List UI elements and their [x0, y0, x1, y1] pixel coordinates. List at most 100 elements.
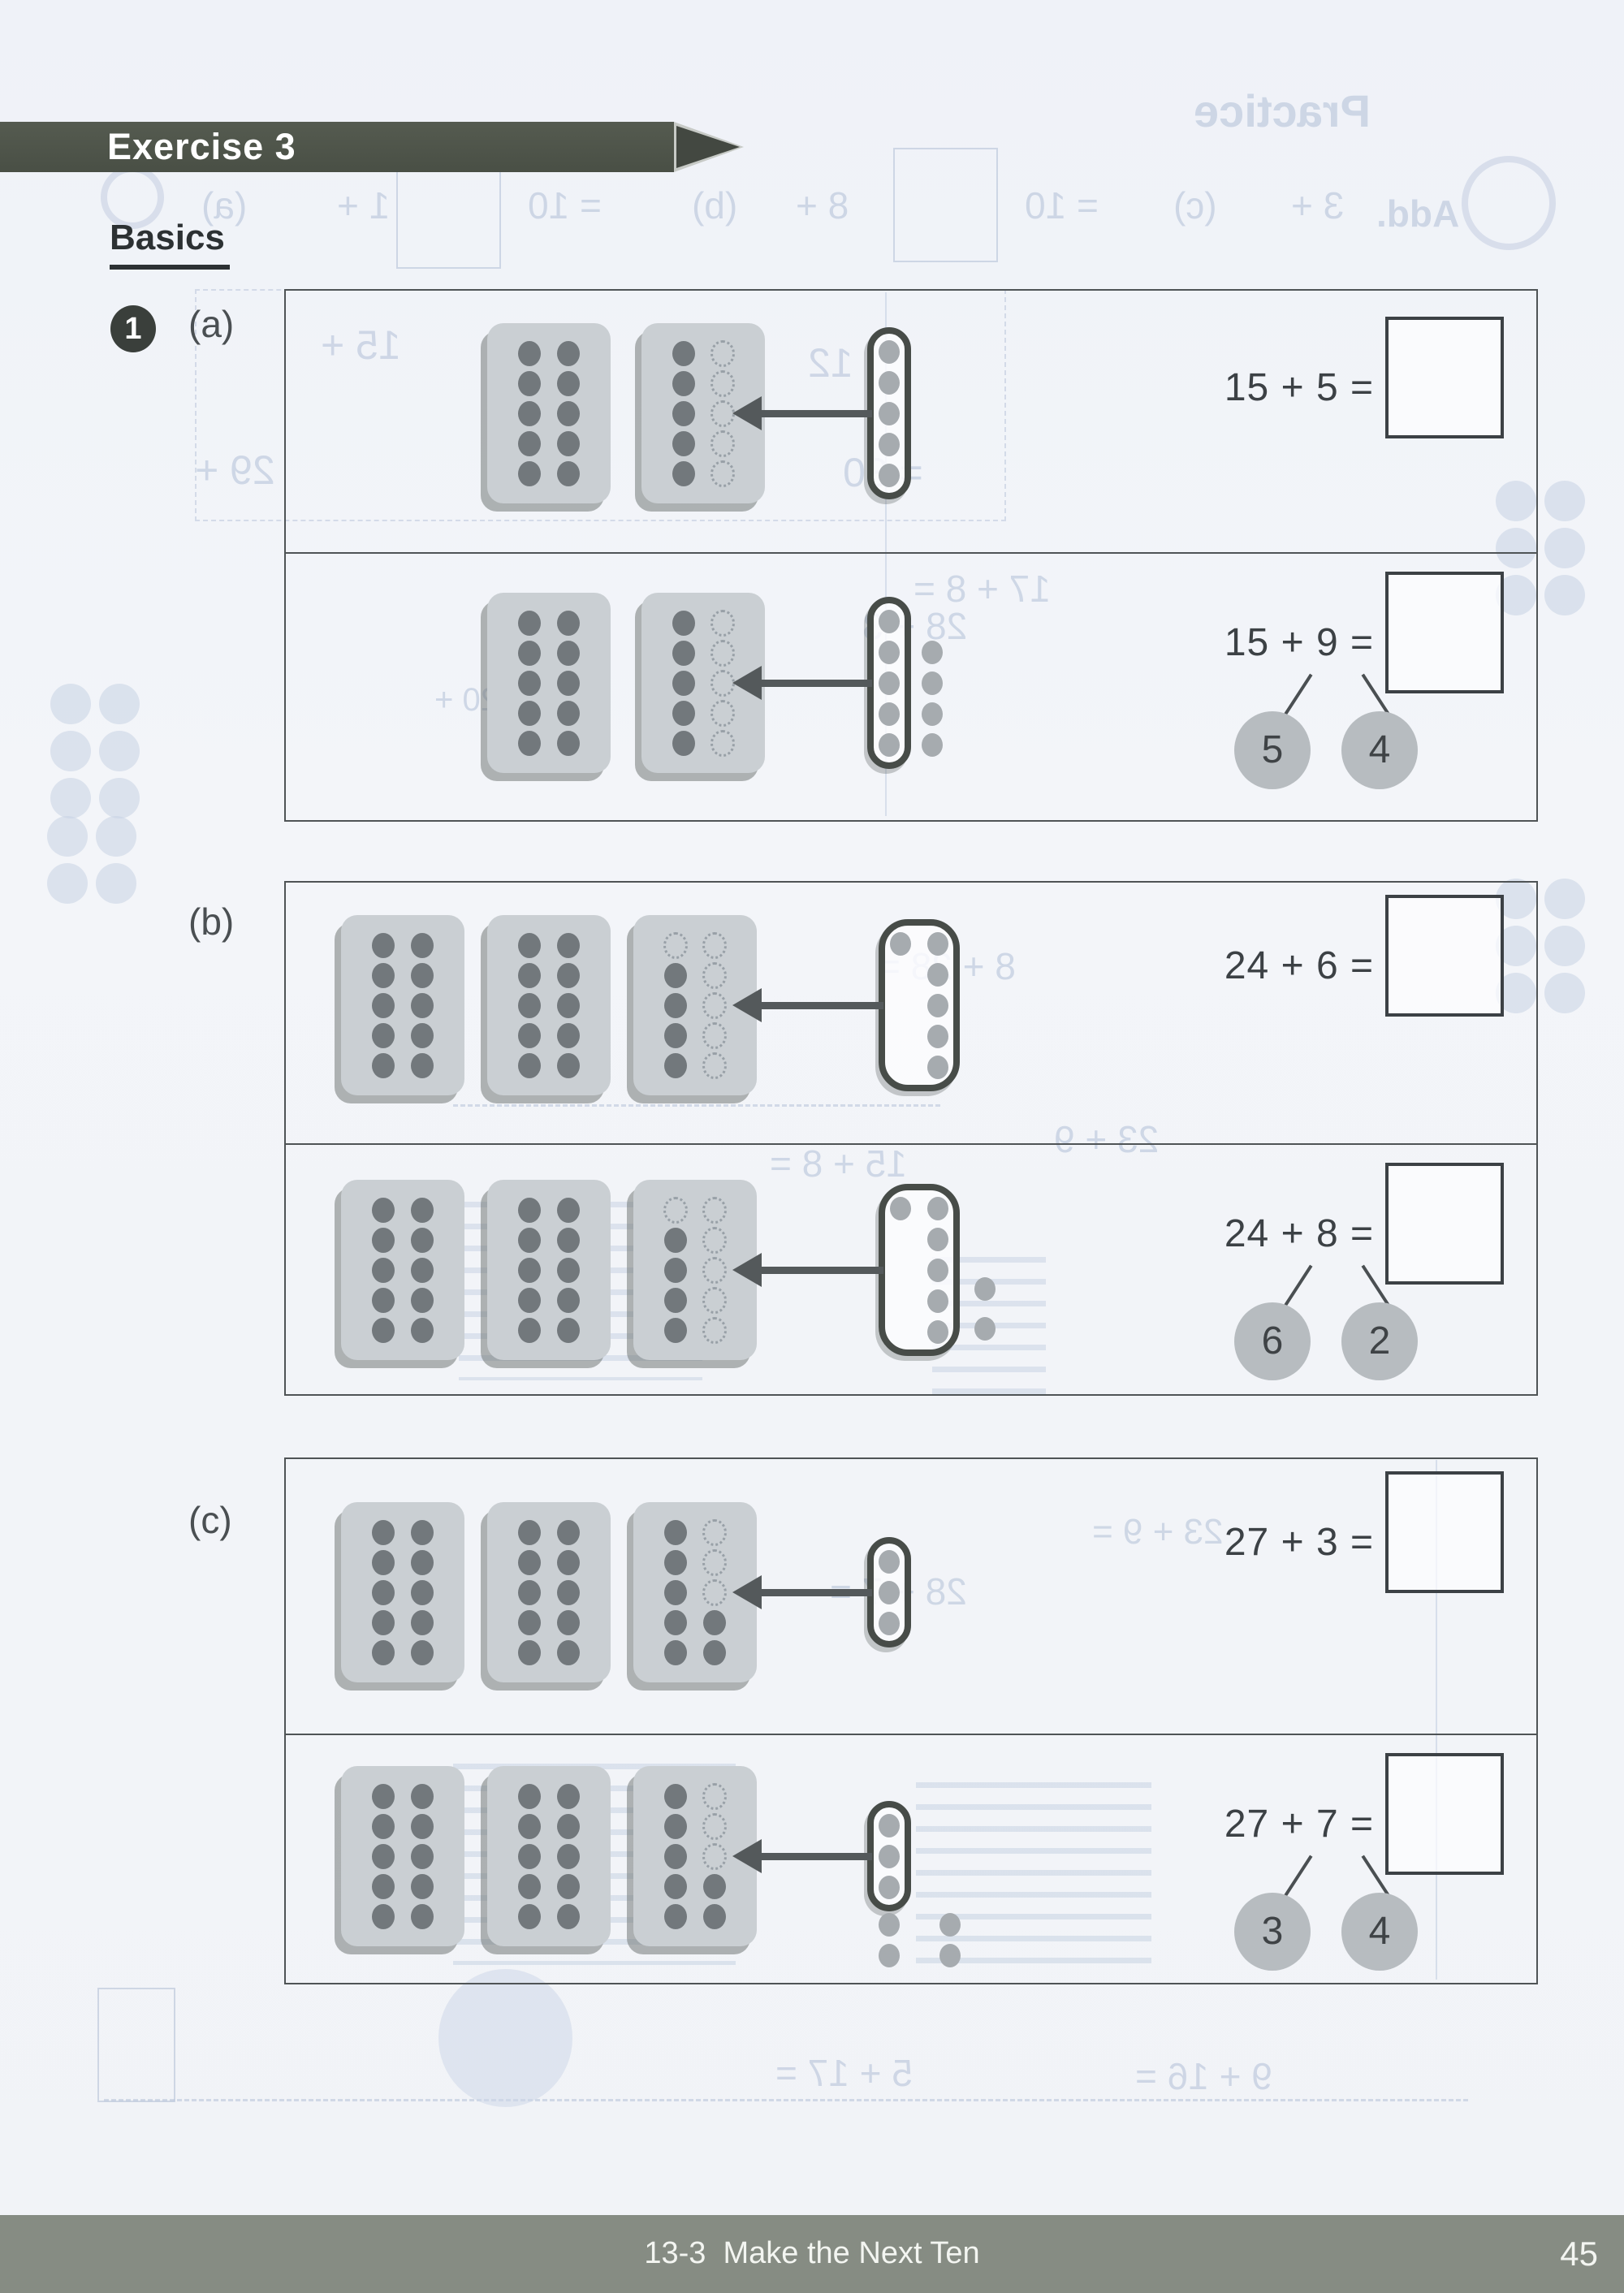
- mover-dot: [927, 1289, 948, 1313]
- empty-dot-slot: [702, 1287, 727, 1314]
- counter-dot: [518, 1904, 541, 1929]
- counter-dot: [411, 1198, 434, 1223]
- counter-dot: [372, 1784, 395, 1809]
- equation: 24 + 6 =: [1224, 944, 1374, 987]
- ghost-dot: [50, 731, 91, 771]
- counter-dot: [411, 1784, 434, 1809]
- footer-bar: 13-3 Make the Next Ten 45: [0, 2215, 1624, 2293]
- empty-dot-slot: [702, 1022, 727, 1049]
- ghost-dashed-line: [104, 2099, 1468, 2101]
- counter-dot: [372, 1053, 395, 1078]
- mover-dot: [927, 994, 948, 1017]
- empty-dot-slot: [710, 670, 735, 697]
- empty-dot-slot: [702, 962, 727, 989]
- counter-dot: [703, 1904, 726, 1929]
- counter-dot: [411, 1640, 434, 1665]
- ghost-circle: [438, 1969, 572, 2107]
- counter-dot: [372, 1258, 395, 1283]
- counter-dot: [518, 1814, 541, 1839]
- problem-label(b): (b): [188, 900, 235, 943]
- answer-box[interactable]: [1385, 1163, 1504, 1285]
- counter-dot: [518, 371, 541, 396]
- counter-dot: [518, 1550, 541, 1575]
- counter-dot: [557, 401, 580, 426]
- mover-dot: [879, 1845, 900, 1868]
- counter-dot: [664, 1874, 687, 1899]
- mover-dot: [879, 1581, 900, 1604]
- ghost-text: 9 + 16 =: [1135, 2055, 1272, 2097]
- answer-box[interactable]: [1385, 317, 1504, 438]
- counter-dot: [557, 1814, 580, 1839]
- counter-dot: [664, 1520, 687, 1545]
- mover-dot: [939, 1943, 961, 1967]
- counter-dot: [372, 1814, 395, 1839]
- ghost-box: [97, 1988, 175, 2102]
- counter-dot: [518, 1520, 541, 1545]
- bond-part-circle: 6: [1234, 1302, 1311, 1380]
- footer-lesson-title: 13-3 Make the Next Ten: [644, 2236, 980, 2270]
- mover-dot: [879, 1814, 900, 1837]
- counter-dot: [557, 371, 580, 396]
- empty-dot-slot: [702, 1227, 727, 1254]
- counter-dot: [518, 1610, 541, 1635]
- counter-dot: [672, 461, 695, 486]
- empty-dot-slot: [702, 1519, 727, 1546]
- mover-dot: [879, 1943, 900, 1967]
- mover-dot: [927, 1228, 948, 1251]
- counter-dot: [664, 1844, 687, 1869]
- ghost-text: 8 +: [796, 184, 849, 227]
- ghost-text: = 10: [1025, 184, 1099, 227]
- counter-dot: [557, 461, 580, 486]
- counter-dot: [518, 401, 541, 426]
- answer-box[interactable]: [1385, 572, 1504, 693]
- counter-dot: [557, 341, 580, 366]
- mover-dot: [927, 1259, 948, 1282]
- ghost-dot: [1496, 528, 1536, 568]
- mover-dot: [879, 1912, 900, 1937]
- ghost-text: Add.: [1376, 192, 1460, 235]
- counter-dot: [372, 1023, 395, 1048]
- answer-box[interactable]: [1385, 895, 1504, 1017]
- banner-pencil-point-icon: [676, 126, 740, 168]
- move-arrow-line: [760, 1589, 872, 1596]
- mover-dot: [879, 641, 900, 664]
- mover-dot: [974, 1276, 996, 1301]
- ghost-dot: [47, 863, 88, 904]
- counter-dot: [518, 1844, 541, 1869]
- counter-dot: [703, 1610, 726, 1635]
- counter-dot: [518, 461, 541, 486]
- counter-dot: [372, 1318, 395, 1343]
- move-arrow-line: [760, 1002, 883, 1009]
- counter-dot: [672, 731, 695, 756]
- counter-dot: [518, 611, 541, 636]
- bond-part-circle: 5: [1234, 711, 1311, 789]
- counter-dot: [372, 1640, 395, 1665]
- counter-dot: [664, 1640, 687, 1665]
- counter-dot: [518, 641, 541, 666]
- answer-box[interactable]: [1385, 1753, 1504, 1875]
- counter-dot: [411, 1904, 434, 1929]
- empty-dot-slot: [710, 700, 735, 727]
- bond-part-circle: 3: [1234, 1893, 1311, 1971]
- counter-dot: [672, 401, 695, 426]
- counter-dot: [664, 1814, 687, 1839]
- ghost-dot: [1544, 879, 1585, 919]
- ten-frame: [487, 915, 611, 1095]
- problem-label(a): (a): [188, 303, 235, 345]
- counter-dot: [372, 1610, 395, 1635]
- counter-dot: [518, 1318, 541, 1343]
- empty-dot-slot: [710, 430, 735, 457]
- counter-dot: [518, 341, 541, 366]
- counter-dot: [672, 371, 695, 396]
- answer-box[interactable]: [1385, 1471, 1504, 1593]
- mover-dot: [879, 433, 900, 456]
- mover-dot: [921, 702, 943, 726]
- move-arrow-head-icon: [732, 988, 762, 1022]
- mover-dot: [879, 733, 900, 757]
- ghost-text: 5 + 17 =: [775, 2052, 913, 2094]
- ten-frame: [487, 1180, 611, 1360]
- counter-dot: [557, 671, 580, 696]
- counter-dot: [664, 993, 687, 1018]
- counter-dot: [372, 993, 395, 1018]
- ghost-text: 1 +: [337, 184, 391, 227]
